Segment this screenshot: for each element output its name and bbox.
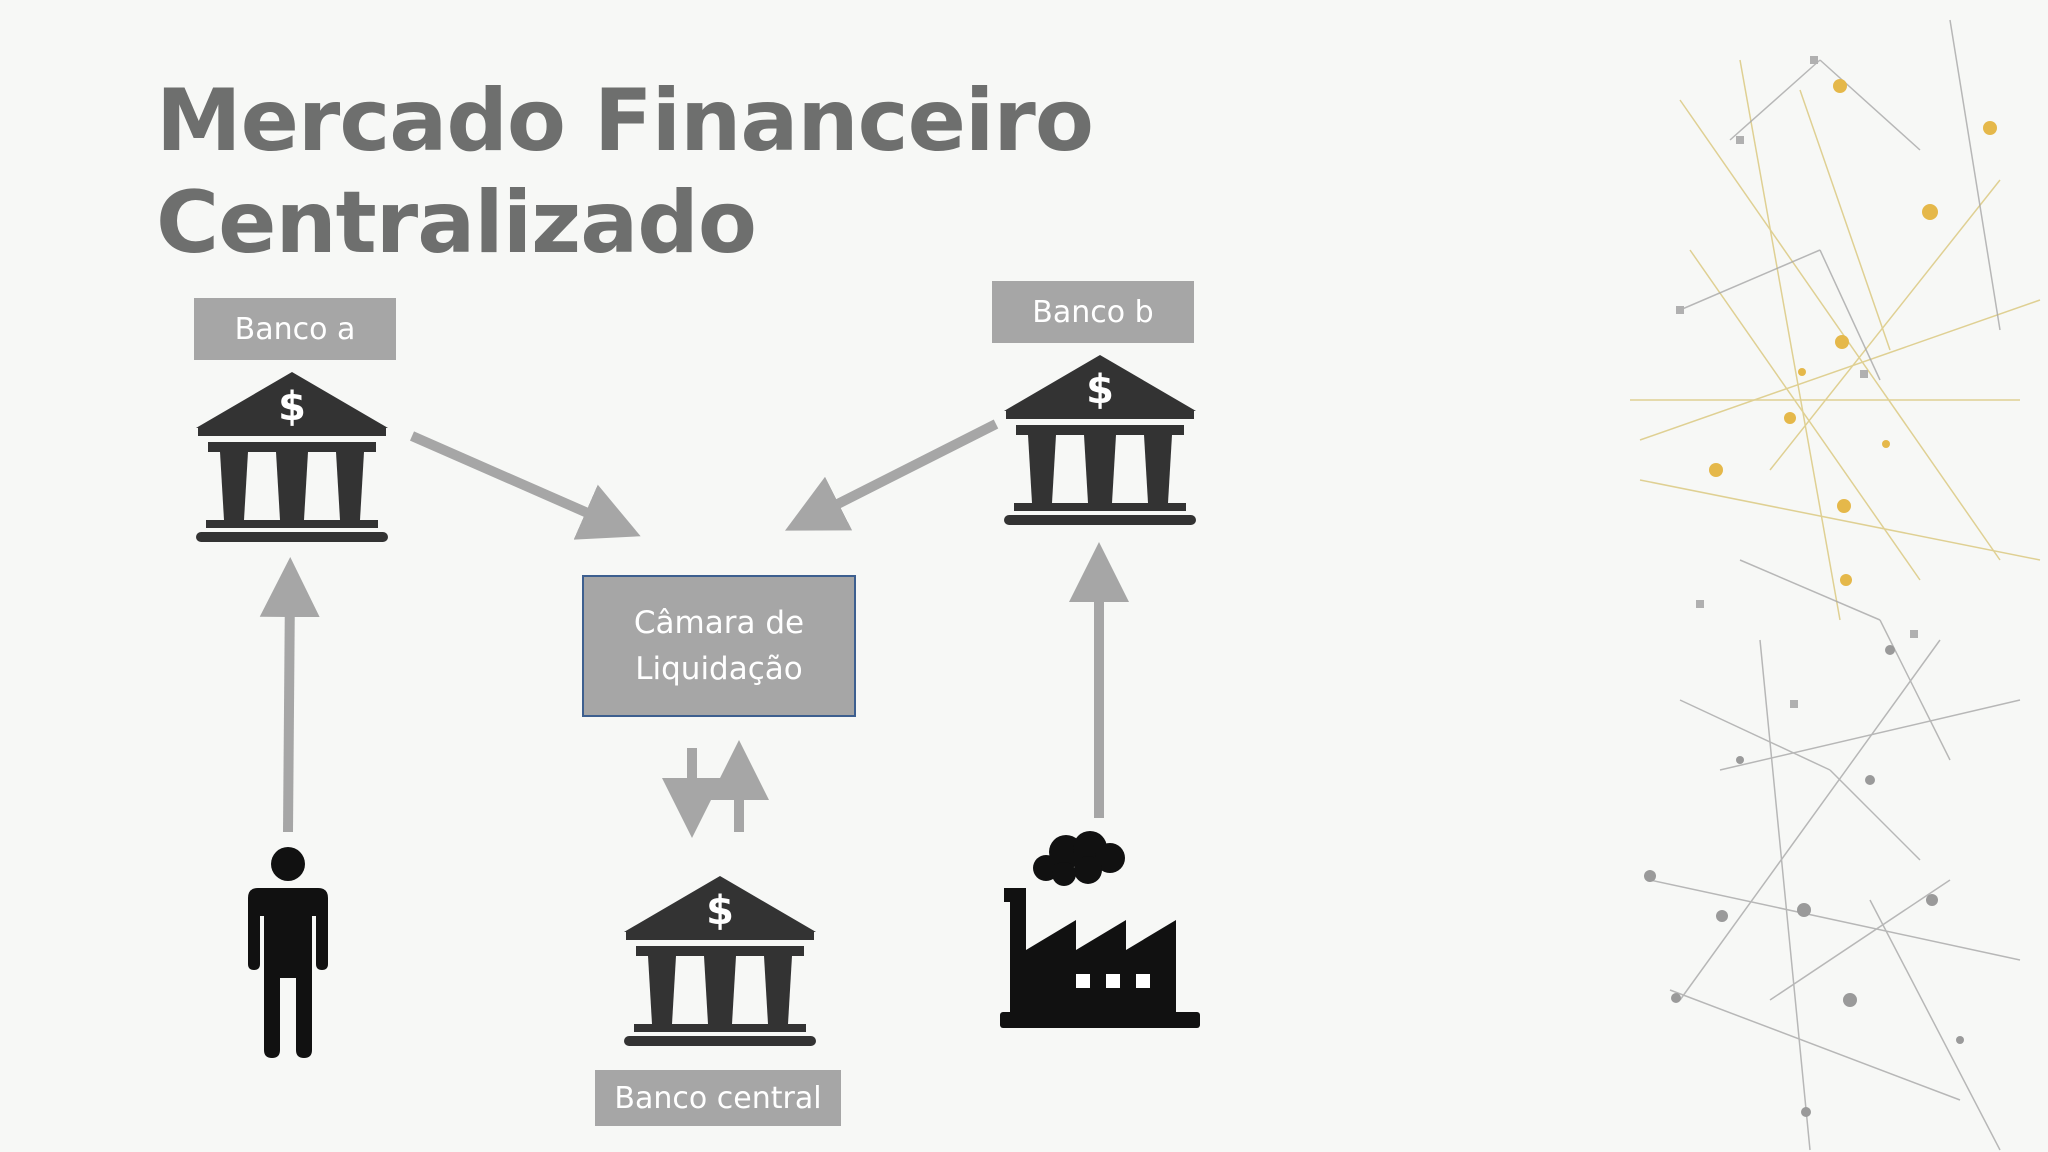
network-decoration xyxy=(1630,19,2041,1151)
title-line-1: Mercado Financeiro xyxy=(156,71,1094,171)
factory-icon xyxy=(1000,831,1200,1028)
arrow-banco-b-to-camara xyxy=(785,419,999,531)
camara-line-2: Liquidação xyxy=(635,651,803,687)
banco-a-label: Banco a xyxy=(194,298,396,360)
bank-icon: $ xyxy=(1004,355,1196,525)
bank-icon: $ xyxy=(624,876,816,1046)
camara-de-liquidacao-box: Câmara de Liquidação xyxy=(582,575,856,717)
banco-b-label: Banco b xyxy=(992,281,1194,343)
bank-icon: $ xyxy=(196,372,388,542)
svg-text:$: $ xyxy=(706,888,734,934)
page-title: Mercado Financeiro Centralizado xyxy=(156,70,1094,274)
title-line-2: Centralizado xyxy=(156,173,757,273)
arrow-person-to-banco-a xyxy=(259,557,320,833)
person-icon xyxy=(248,847,328,1058)
banco-central-label: Banco central xyxy=(595,1070,841,1126)
svg-text:$: $ xyxy=(1086,367,1114,413)
arrow-banco-a-to-camara xyxy=(409,431,641,540)
svg-text:$: $ xyxy=(278,384,306,430)
camara-line-1: Câmara de xyxy=(633,605,805,641)
